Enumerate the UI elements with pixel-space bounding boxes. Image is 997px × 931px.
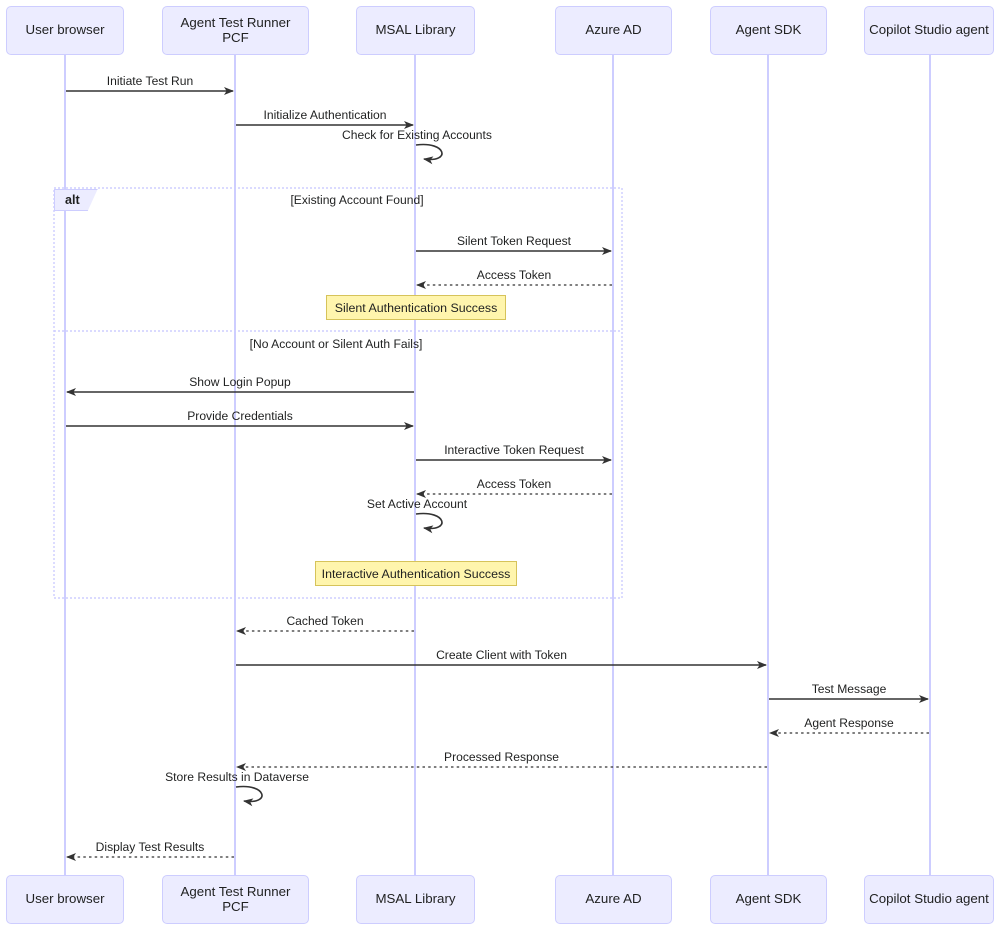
alt-frame-group	[53, 187, 623, 599]
message-label-5: Show Login Popup	[189, 375, 291, 389]
message-arrows-group	[66, 87, 929, 861]
message-label-0: Initiate Test Run	[106, 74, 194, 88]
message-label-12: Test Message	[811, 682, 887, 696]
alt-block-keyword: alt	[54, 189, 98, 211]
participant-label: Agent Test Runner PCF	[180, 883, 291, 914]
message-label-8: Access Token	[476, 477, 552, 491]
message-label-6: Provide Credentials	[187, 409, 293, 423]
participant-label: Azure AD	[585, 891, 642, 907]
participant-label: Copilot Studio agent	[869, 22, 989, 38]
message-label-16: Display Test Results	[95, 840, 205, 854]
message-label-3: Silent Token Request	[456, 234, 572, 248]
message-label-1: Initialize Authentication	[263, 108, 387, 122]
participant-label: Agent SDK	[735, 891, 802, 907]
message-label-13: Agent Response	[804, 716, 894, 730]
participant-user-bottom: User browser	[6, 875, 124, 924]
note-1: Interactive Authentication Success	[315, 561, 517, 586]
note-text: Silent Authentication Success	[334, 300, 498, 315]
alt-branch-condition-1: [No Account or Silent Auth Fails]	[249, 337, 423, 351]
alt-branch-condition-0: [Existing Account Found]	[290, 193, 424, 207]
participant-label: MSAL Library	[375, 891, 456, 907]
participant-label: Agent SDK	[735, 22, 802, 38]
note-text: Interactive Authentication Success	[321, 566, 511, 581]
participant-label: Agent Test Runner PCF	[180, 14, 291, 45]
participant-sdk-top: Agent SDK	[710, 6, 827, 55]
self-message-path-9	[415, 512, 443, 534]
message-label-10: Cached Token	[286, 614, 364, 628]
participant-pcf-bottom: Agent Test Runner PCF	[162, 875, 309, 924]
lifelines-group	[64, 55, 931, 875]
participant-pcf-top: Agent Test Runner PCF	[162, 6, 309, 55]
participant-aad-top: Azure AD	[555, 6, 672, 55]
message-label-15: Store Results in Dataverse	[165, 770, 309, 784]
participant-agent-top: Copilot Studio agent	[864, 6, 994, 55]
participant-label: MSAL Library	[375, 22, 456, 38]
message-label-2: Check for Existing Accounts	[342, 128, 492, 142]
participant-user-top: User browser	[6, 6, 124, 55]
self-message-path-15	[235, 785, 263, 807]
message-label-14: Processed Response	[444, 750, 559, 764]
participant-agent-bottom: Copilot Studio agent	[864, 875, 994, 924]
participant-label: User browser	[25, 891, 105, 907]
message-label-9: Set Active Account	[366, 497, 468, 511]
participant-aad-bottom: Azure AD	[555, 875, 672, 924]
message-label-4: Access Token	[476, 268, 552, 282]
self-message-path-2	[415, 143, 443, 165]
participant-msal-top: MSAL Library	[356, 6, 475, 55]
message-label-11: Create Client with Token	[436, 648, 567, 662]
participant-sdk-bottom: Agent SDK	[710, 875, 827, 924]
alt-block-outline	[53, 187, 623, 599]
participant-msal-bottom: MSAL Library	[356, 875, 475, 924]
message-label-7: Interactive Token Request	[444, 443, 584, 457]
participant-label: Azure AD	[585, 22, 642, 38]
participant-label: User browser	[25, 22, 105, 38]
participant-label: Copilot Studio agent	[869, 891, 989, 907]
note-0: Silent Authentication Success	[326, 295, 506, 320]
